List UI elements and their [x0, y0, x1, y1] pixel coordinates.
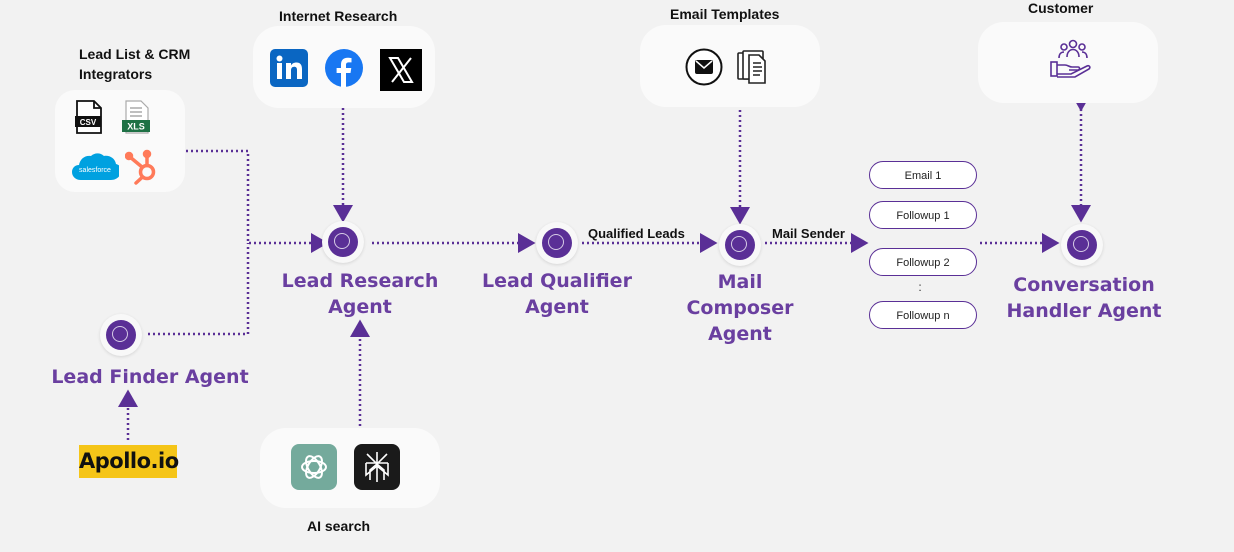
lead-research-line1: Lead Research [281, 270, 439, 292]
conversation-handler-label: Conversation Handler Agent [994, 272, 1174, 324]
sequence-followup-n: Followup n [869, 301, 977, 329]
lead-finder-label: Lead Finder Agent [51, 366, 249, 388]
ai-search-title: AI search [307, 518, 371, 534]
salesforce-label: salesforce [79, 167, 111, 174]
mail-sender-label: Mail Sender [772, 226, 845, 241]
apollo-label: Apollo.io [79, 449, 179, 473]
mail-composer-line1: Mail [717, 271, 763, 293]
lead-qualifier-line1: Lead Qualifier [482, 270, 632, 292]
internet-research-card [253, 26, 435, 108]
lead-research-line2: Agent [328, 296, 392, 318]
xls-icon: XLS [121, 100, 151, 134]
email-templates-title: Email Templates [670, 6, 780, 22]
lead-qualifier-label: Lead Qualifier Agent [475, 268, 639, 320]
edge-finder-to-research [148, 243, 250, 336]
x-icon [380, 49, 422, 91]
mail-composer-line2: Composer [686, 297, 794, 319]
sequence-ellipsis: : [918, 280, 922, 294]
conversation-handler-line1: Conversation [1013, 274, 1155, 296]
crm-card: CSV XLS salesforce [55, 90, 185, 192]
conversation-handler-line2: Handler Agent [1006, 300, 1162, 322]
email-templates-card [640, 25, 820, 107]
lead-qualifier-line2: Agent [525, 296, 589, 318]
crm-title-line2: Integrators [79, 66, 153, 82]
lead-qualifier-node[interactable] [536, 222, 578, 264]
documents-icon [735, 48, 773, 86]
chatgpt-icon [291, 444, 337, 490]
perplexity-icon [354, 444, 400, 490]
customer-hand-icon [1048, 38, 1098, 80]
lead-research-label: Lead Research Agent [270, 268, 450, 320]
mail-composer-line3: Agent [708, 323, 772, 345]
salesforce-icon: salesforce [71, 150, 122, 184]
facebook-icon [325, 49, 363, 87]
ai-search-card [260, 428, 440, 508]
sequence-followup-2: Followup 2 [869, 248, 977, 276]
qualified-leads-label: Qualified Leads [588, 226, 685, 241]
xls-label: XLS [127, 122, 145, 132]
sequence-email-1: Email 1 [869, 161, 977, 189]
apollo-logo: Apollo.io [79, 445, 179, 478]
customer-title: Customer [1028, 0, 1094, 16]
csv-label: CSV [80, 118, 97, 127]
mail-composer-label: Mail Composer Agent [670, 269, 810, 347]
crm-title: Lead List & CRM Integrators [79, 44, 190, 84]
lead-finder-node[interactable] [100, 314, 142, 356]
conversation-handler-node[interactable] [1061, 224, 1103, 266]
internet-research-title: Internet Research [279, 8, 398, 24]
hubspot-icon [124, 146, 161, 186]
lead-research-node[interactable] [322, 221, 364, 263]
edge-crm-to-research [186, 149, 329, 253]
customer-card [978, 22, 1158, 103]
crm-title-line1: Lead List & CRM [79, 46, 191, 62]
mail-composer-node[interactable] [719, 224, 761, 266]
csv-icon: CSV [75, 100, 103, 134]
mail-icon [685, 48, 723, 86]
sequence-followup-1: Followup 1 [869, 201, 977, 229]
linkedin-icon [270, 49, 308, 87]
